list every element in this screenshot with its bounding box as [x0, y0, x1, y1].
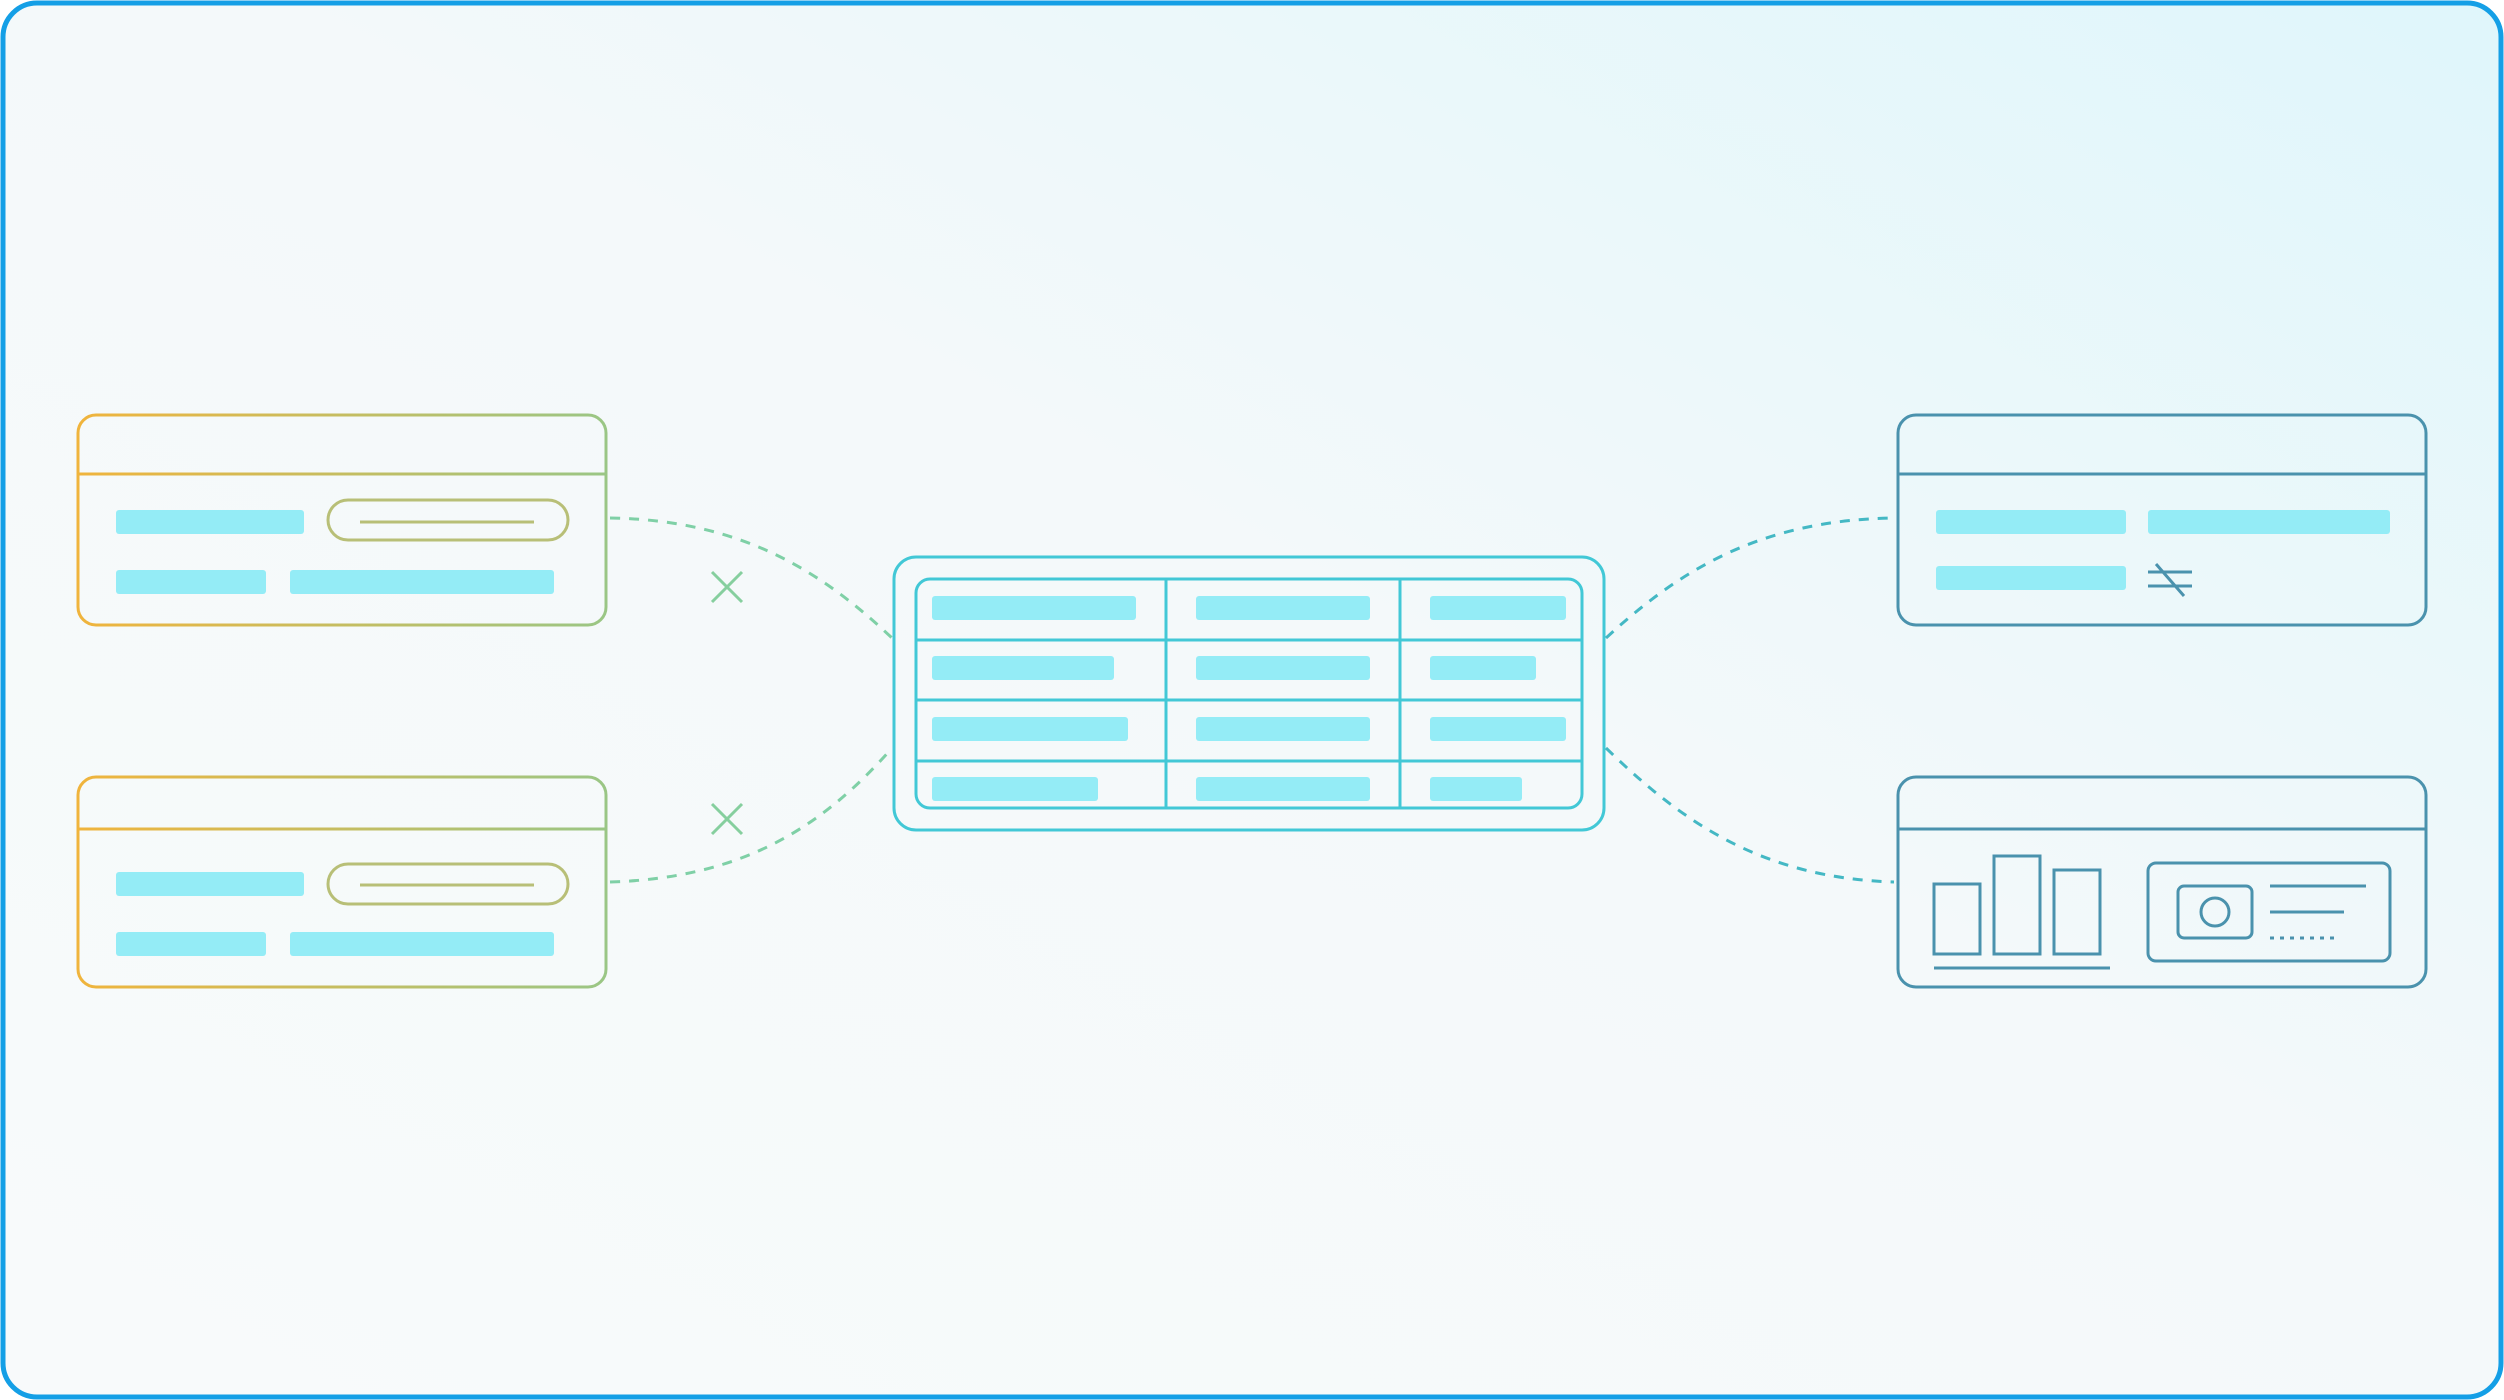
connector-right-1	[1604, 516, 1895, 640]
not-equal-icon	[2148, 563, 2192, 597]
field-bar	[116, 872, 304, 896]
hub-cell-bar	[1430, 596, 1566, 620]
field-bar	[116, 932, 266, 956]
hub-table	[892, 555, 1606, 832]
field-bar	[2148, 510, 2390, 534]
hub-cell-bar	[1196, 717, 1370, 741]
bar-chart-icon	[1932, 854, 2110, 970]
hub-cell-bar	[1196, 656, 1370, 680]
field-bar	[290, 570, 554, 594]
pill-input	[326, 498, 570, 542]
connector-right-2	[1604, 746, 1895, 884]
hub-cell-bar	[932, 717, 1128, 741]
hub-cell-bar	[1196, 777, 1370, 801]
hub-cell-bar	[932, 596, 1136, 620]
field-bar	[1936, 510, 2126, 534]
left-panel-1	[76, 413, 608, 627]
hub-cell-bar	[932, 656, 1114, 680]
left-panel-2	[76, 775, 608, 989]
hub-cells	[932, 596, 1566, 801]
field-bar	[290, 932, 554, 956]
camera-icon	[2176, 884, 2254, 940]
right-connectors	[1604, 516, 1895, 884]
hub-cell-bar	[932, 777, 1098, 801]
hub-cell-bar	[1430, 656, 1536, 680]
field-bar	[116, 570, 266, 594]
field-bar	[116, 510, 304, 534]
hub-inner	[914, 577, 1584, 810]
cross-icon	[710, 570, 744, 604]
right-panel-1	[1896, 413, 2428, 627]
hub-cell-bar	[1196, 596, 1370, 620]
right-panel-2	[1896, 775, 2428, 989]
field-bar	[1936, 566, 2126, 590]
hub-cell-bar	[1430, 717, 1566, 741]
pill-input	[326, 862, 570, 906]
cross-icon	[710, 802, 744, 836]
hub-outer	[892, 555, 1606, 832]
id-card	[2146, 861, 2392, 963]
hub-cell-bar	[1430, 777, 1522, 801]
